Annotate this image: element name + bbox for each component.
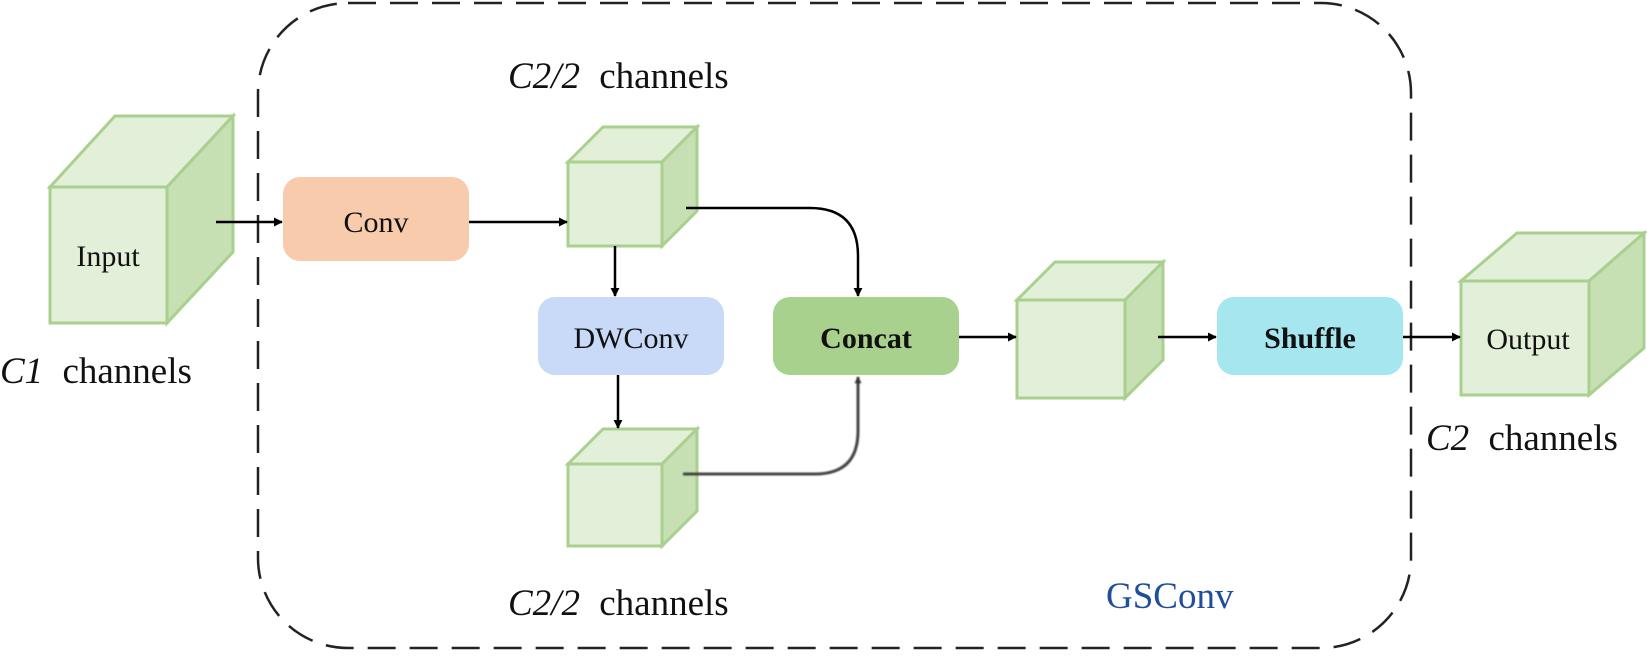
conv-node [283,177,469,261]
input-channels-word: channels [62,351,191,392]
input-channels-var: C1 [0,351,43,392]
input-cube [46,112,237,327]
bottom-channels-word: channels [599,583,728,624]
output-channels-word: channels [1488,418,1617,459]
output-cube [1456,229,1647,399]
top-channels-word: channels [599,56,728,97]
concat-node [773,297,959,375]
top-channels-label: C2/2 channels [508,56,729,97]
top-feature-cube [564,123,701,250]
output-cube-label: Output [1486,323,1570,356]
shuffle-node [1217,297,1403,375]
arrow-top-cube-to-concat [686,206,863,297]
output-channels-var: C2 [1426,418,1469,459]
dwconv-node [538,297,724,375]
input-cube-label: Input [76,240,140,273]
dwconv-node-label: DWConv [574,322,689,355]
bottom-channels-var: C2/2 [508,583,580,624]
output-channels-label: C2 channels [1426,418,1618,459]
gsconv-boundary [256,1,1413,650]
arrow-bottom-cube-to-concat [683,376,862,476]
top-channels-var: C2/2 [508,56,580,97]
conv-node-label: Conv [343,206,408,239]
concat-node-label: Concat [820,322,912,355]
shuffle-node-label: Shuffle [1264,322,1356,355]
bottom-channels-label: C2/2 channels [508,583,729,624]
input-channels-label: C1 channels [0,351,192,392]
gsconv-module-label: GSConv [1106,576,1234,617]
merged-feature-cube [1013,258,1167,402]
bottom-feature-cube [564,425,701,550]
